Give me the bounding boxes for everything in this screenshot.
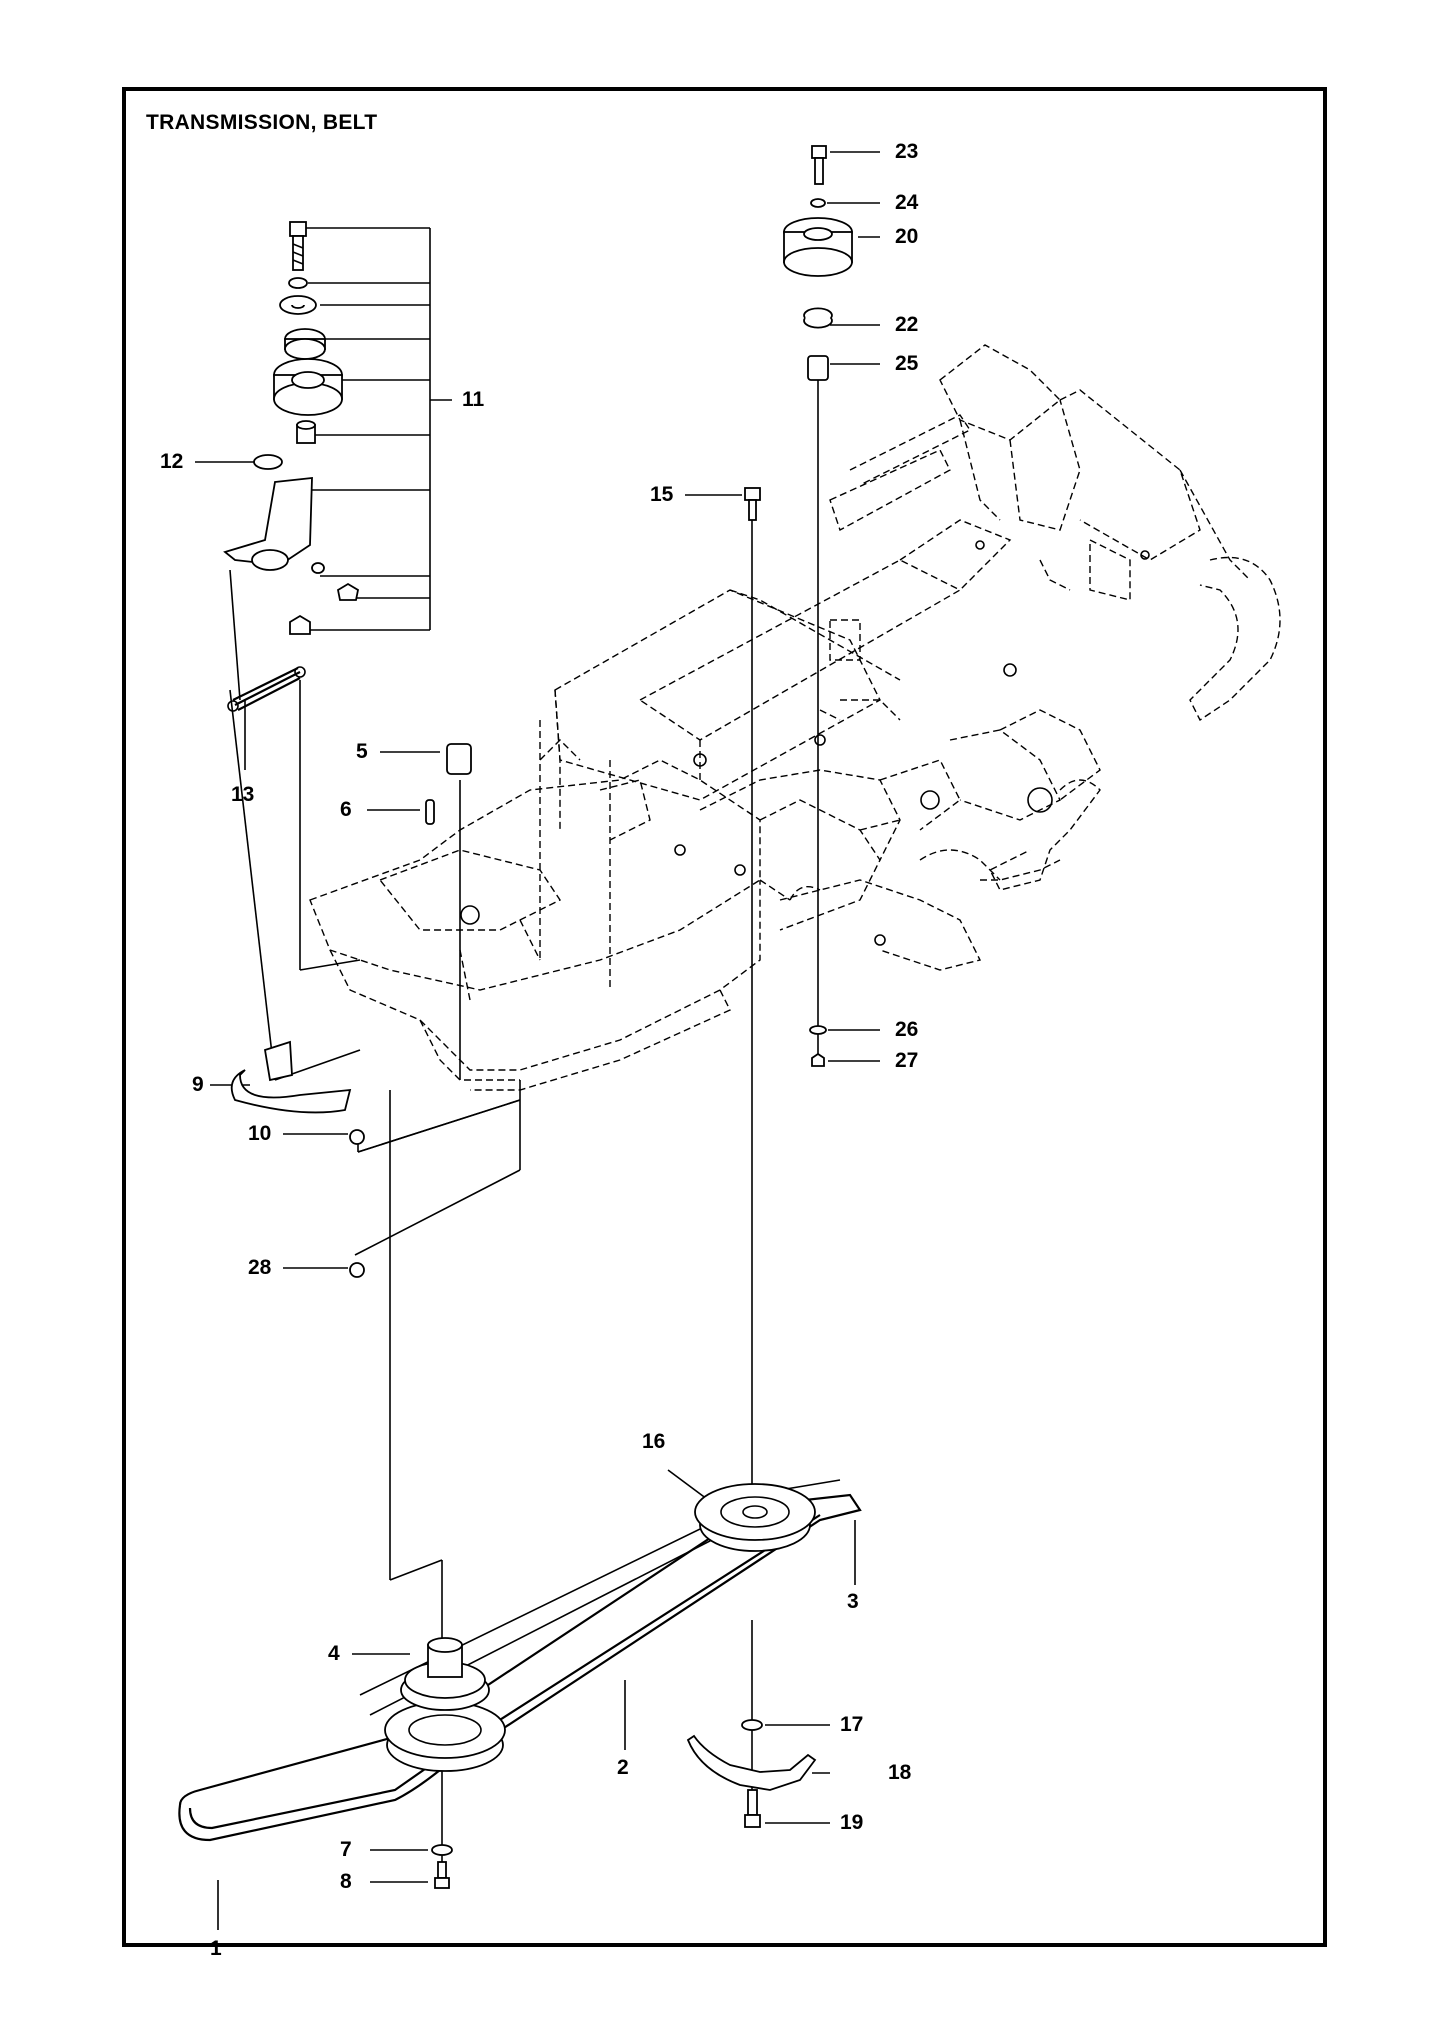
callout-24: 24 <box>895 191 919 214</box>
pulley-16 <box>694 1483 816 1552</box>
callout-11: 11 <box>462 388 485 411</box>
callout-13: 13 <box>231 783 255 806</box>
callout-28: 28 <box>248 1256 272 1279</box>
spacer-part <box>446 743 472 775</box>
callout-18: 18 <box>888 1761 912 1784</box>
guide-bracket-18 <box>686 1734 817 1791</box>
callout-19: 19 <box>840 1811 864 1834</box>
idler-pulley-stack <box>783 145 853 1067</box>
nut-part-28 <box>349 1262 365 1278</box>
callout-4: 4 <box>328 1642 340 1665</box>
bolt-15 <box>744 487 761 521</box>
callout-27: 27 <box>895 1049 919 1072</box>
callout-17: 17 <box>840 1713 864 1736</box>
diagram-frame <box>122 87 1327 1947</box>
diagram-title: TRANSMISSION, BELT <box>146 111 378 134</box>
chassis-frame <box>309 344 1281 1091</box>
callout-10: 10 <box>248 1122 272 1145</box>
nut-part <box>349 1129 365 1145</box>
leader-lines <box>195 151 880 1930</box>
tension-spring <box>227 666 306 712</box>
callout-16: 16 <box>642 1430 666 1453</box>
callout-20: 20 <box>895 225 919 248</box>
callout-23: 23 <box>895 140 919 163</box>
washer-17 <box>741 1719 763 1731</box>
frame-holes <box>460 540 1150 946</box>
callout-12: 12 <box>160 450 184 473</box>
callout-7: 7 <box>340 1838 352 1861</box>
callout-25: 25 <box>895 352 919 375</box>
pin-part <box>425 799 435 825</box>
callout-3: 3 <box>847 1590 859 1613</box>
callout-15: 15 <box>650 483 674 506</box>
callout-9: 9 <box>192 1073 204 1096</box>
belt-guide <box>230 1040 352 1114</box>
idler-arm-assembly <box>223 221 360 635</box>
callout-8: 8 <box>340 1870 352 1893</box>
washer-7 <box>431 1844 453 1856</box>
callout-22: 22 <box>895 313 919 336</box>
callout-26: 26 <box>895 1018 919 1041</box>
callout-5: 5 <box>356 740 368 763</box>
callout-2: 2 <box>617 1756 629 1779</box>
pulley-4 <box>384 1637 506 1772</box>
callout-1: 1 <box>210 1937 222 1960</box>
bolt-8 <box>434 1861 450 1889</box>
callout-6: 6 <box>340 798 352 821</box>
bolt-19 <box>744 1789 761 1828</box>
